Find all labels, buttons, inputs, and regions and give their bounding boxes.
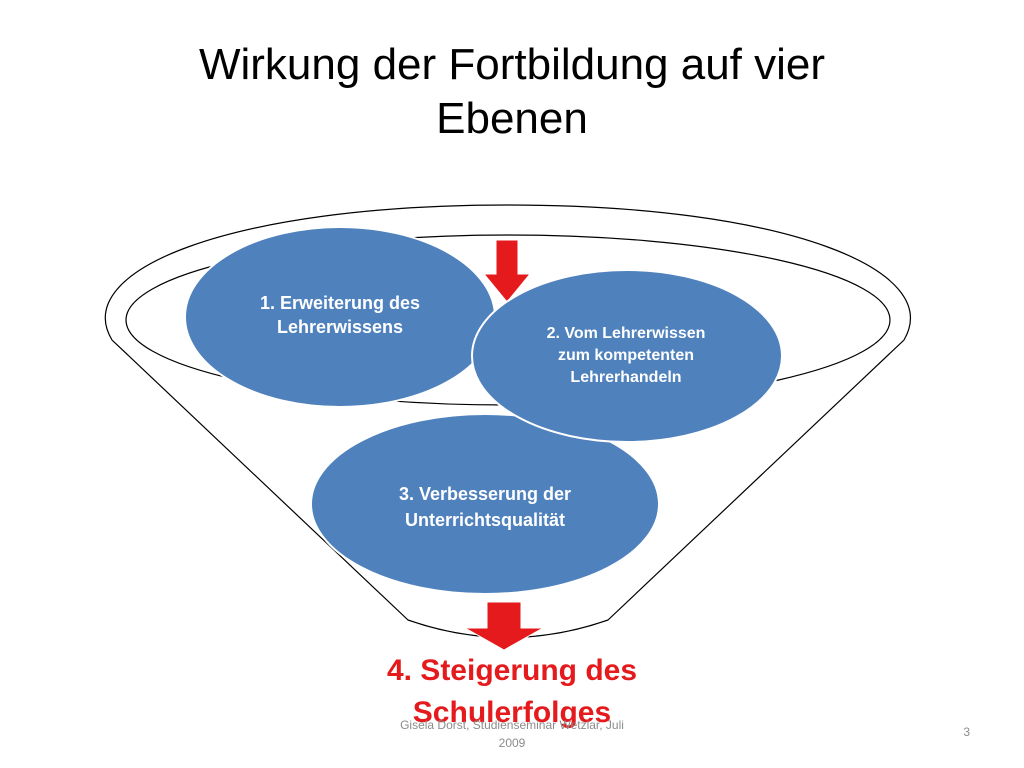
level-3-label-line-2: Unterrichtsqualität — [404, 510, 566, 530]
level-2-label-line-1: 2. Vom Lehrerwissen — [546, 325, 706, 342]
level-3-circle — [310, 413, 660, 595]
level-4-label-line-1: 4. Steigerung des — [386, 654, 638, 687]
footer-text: Gisela Dorst, Studienseminar Wetzlar, Ju… — [360, 716, 664, 752]
slide-title: Wirkung der Fortbildung auf vier Ebenen — [0, 38, 1024, 146]
level-3-label-line-1: 3. Verbesserung der — [398, 484, 572, 504]
level-1-to-2-arrow-icon — [482, 239, 532, 303]
footer-line-1: Gisela Dorst, Studienseminar Wetzlar, Ju… — [400, 718, 624, 732]
level-3-label: 3. Verbesserung der Unterrichtsqualität — [335, 476, 635, 538]
level-3-to-4-arrow-icon — [463, 601, 545, 651]
slide-title-line-1: Wirkung der Fortbildung auf vier — [198, 40, 826, 89]
level-2-label: 2. Vom Lehrerwissen zum kompetenten Lehr… — [486, 320, 766, 392]
level-2-circle — [471, 269, 783, 443]
level-4-label: 4. Steigerung des Schulerfolges — [300, 650, 724, 734]
page-number: 3 — [963, 725, 970, 739]
footer-line-2: 2009 — [498, 736, 526, 750]
level-1-label-line-1: 1. Erweiterung des — [259, 293, 421, 313]
level-2-label-line-2: zum kompetenten — [557, 347, 694, 364]
level-4-label-line-2: Schulerfolges — [412, 696, 612, 729]
level-2-label-line-3: Lehrerhandeln — [570, 369, 682, 386]
level-1-label: 1. Erweiterung des Lehrerwissens — [200, 284, 480, 346]
level-1-label-line-2: Lehrerwissens — [276, 317, 404, 337]
slide-title-line-2: Ebenen — [436, 94, 588, 143]
